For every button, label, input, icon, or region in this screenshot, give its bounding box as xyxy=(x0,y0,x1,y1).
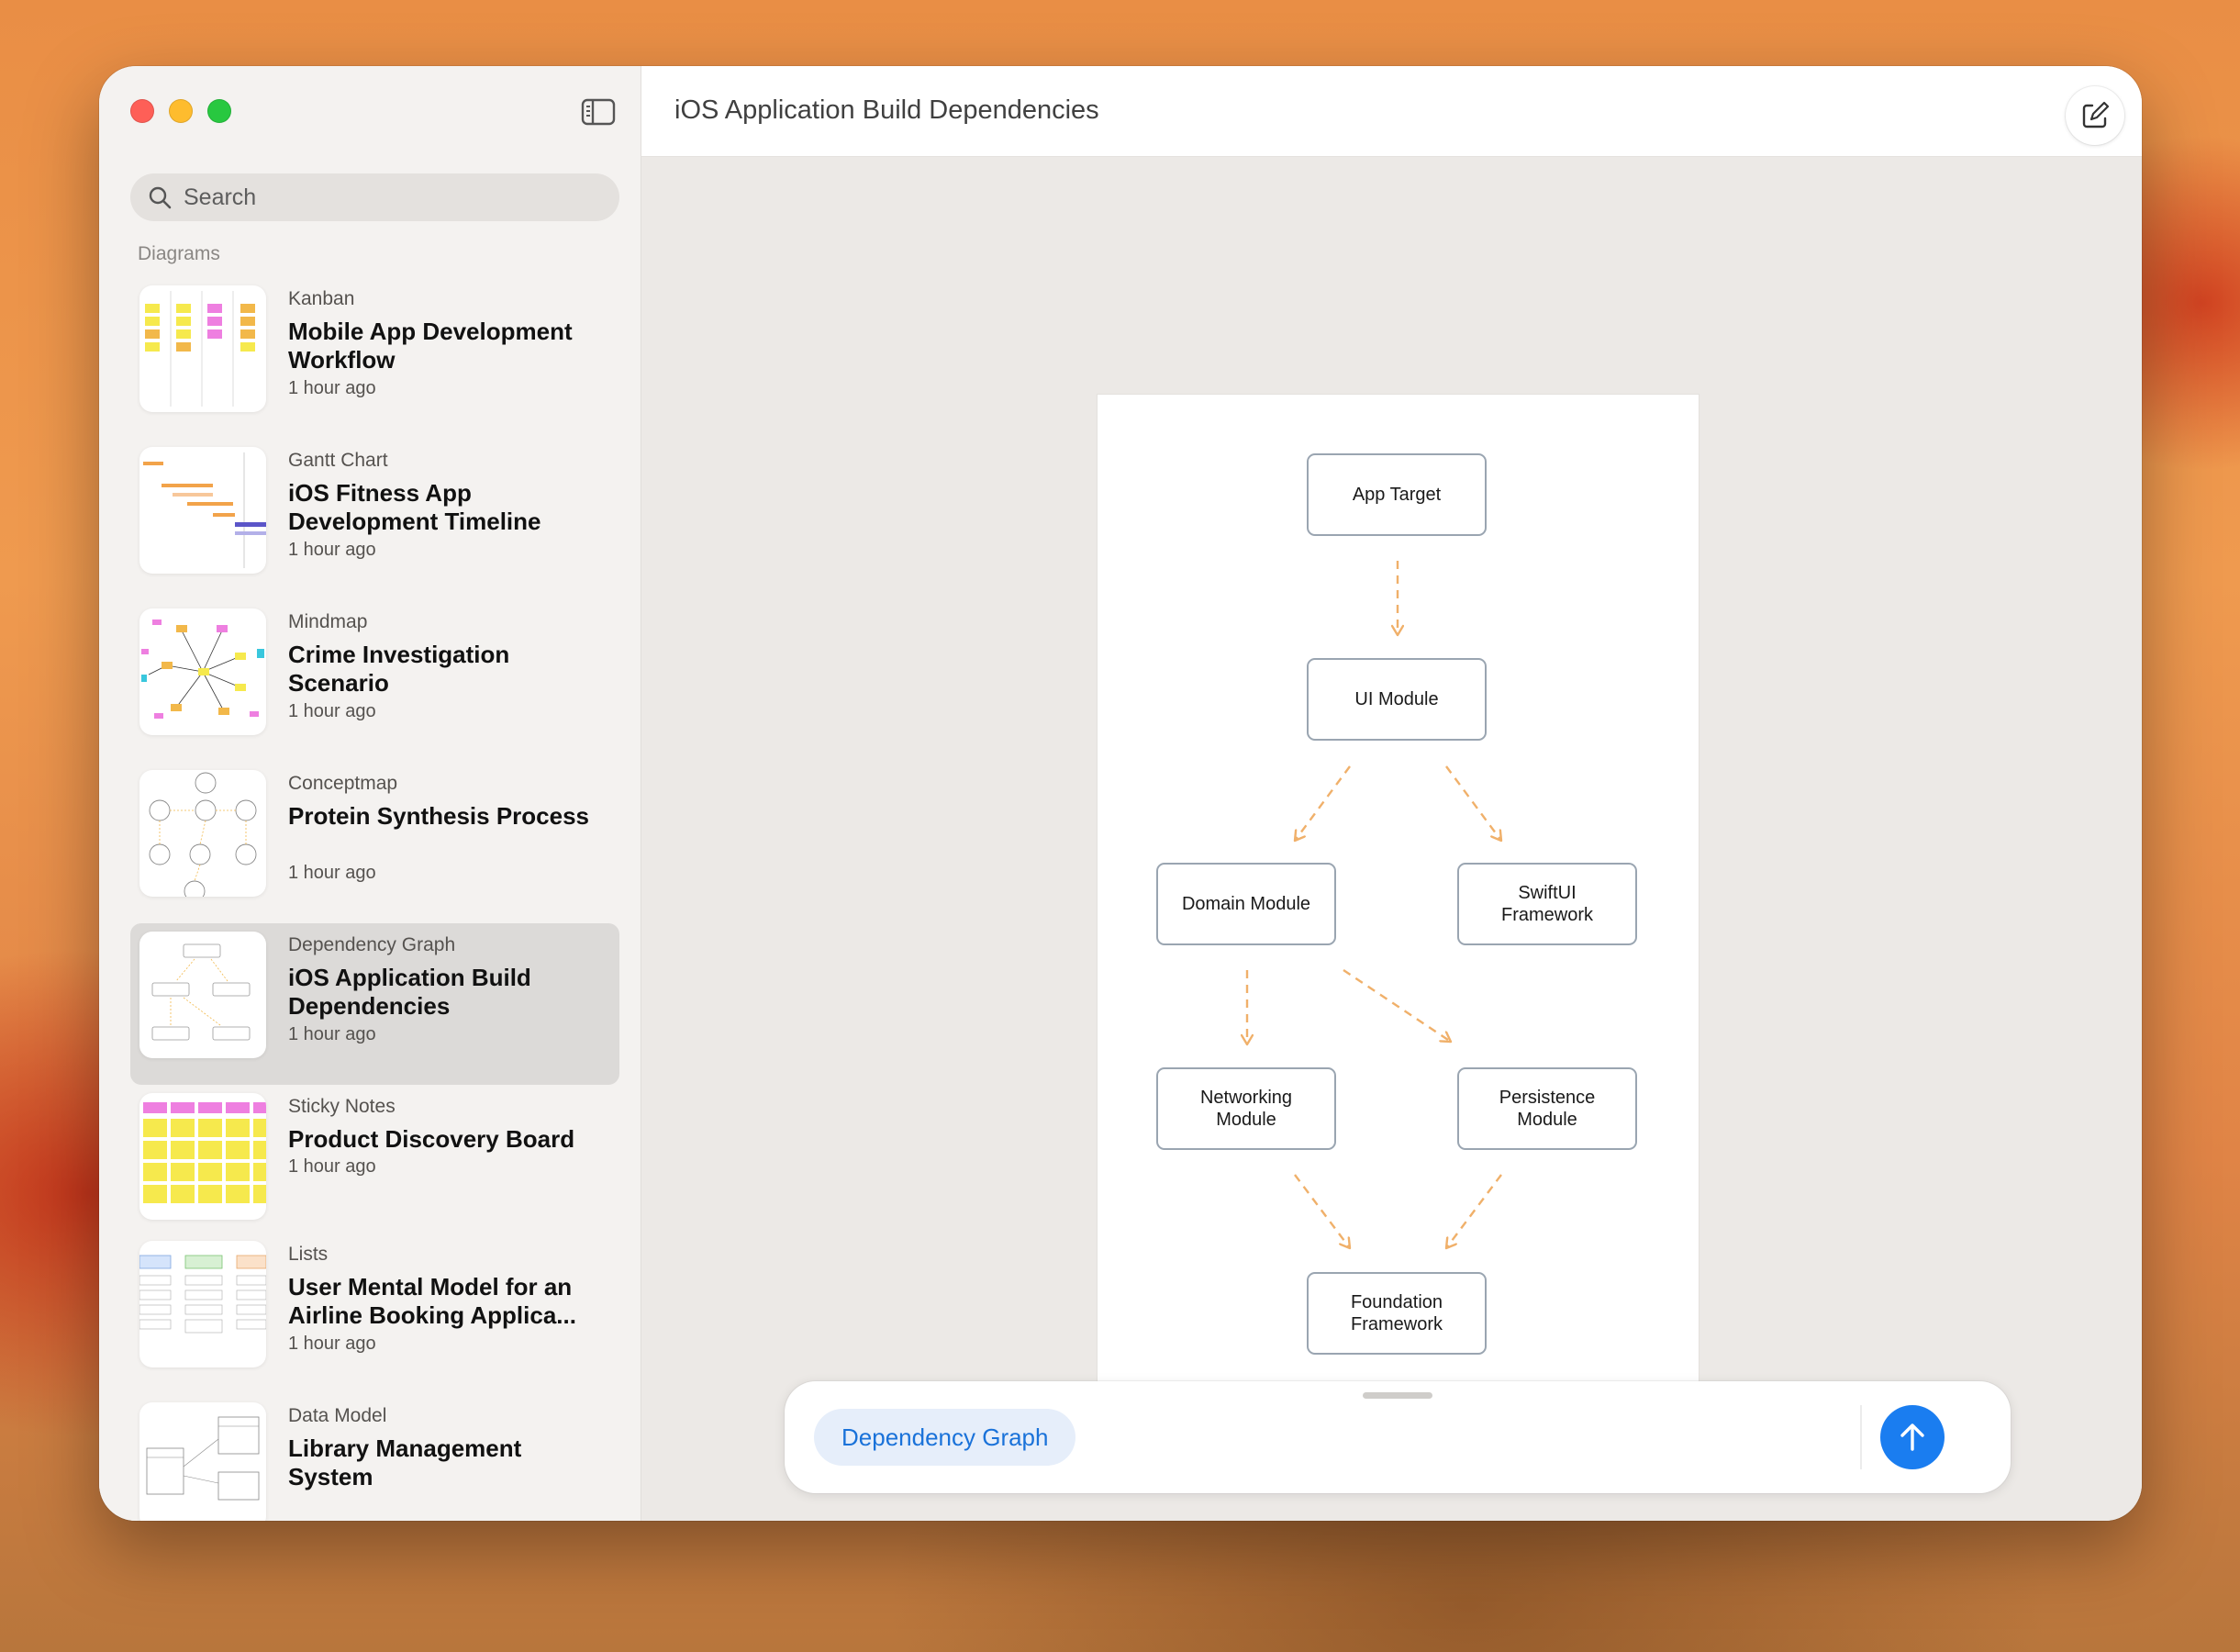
list-item[interactable]: Mindmap Crime Investigation Scenario 1 h… xyxy=(130,600,619,762)
item-time: 1 hour ago xyxy=(288,378,376,398)
edge-ui-swiftui xyxy=(1445,765,1501,841)
resize-handle[interactable] xyxy=(1363,1392,1432,1399)
search-field[interactable] xyxy=(130,173,619,221)
item-type: Data Model xyxy=(288,1405,387,1426)
gantt-thumbnail xyxy=(139,447,266,574)
app-window: Diagrams xyxy=(99,66,2142,1521)
arrow-up-icon xyxy=(1900,1423,1924,1451)
item-type: Gantt Chart xyxy=(288,450,388,471)
diagram-list: Kanban Mobile App Development Workflow 1… xyxy=(130,277,619,1521)
item-time: 1 hour ago xyxy=(288,863,376,883)
list-item[interactable]: Data Model Library Management System xyxy=(130,1394,619,1521)
sidebar-toggle-icon[interactable] xyxy=(580,97,617,127)
list-item[interactable]: Gantt Chart iOS Fitness App Development … xyxy=(130,439,619,600)
main-content: iOS Application Build Dependencies xyxy=(641,66,2142,1521)
item-title: iOS Application Build Dependencies xyxy=(288,964,531,1020)
edge-ui-domain xyxy=(1295,765,1351,841)
list-item[interactable]: Dependency Graph iOS Application Build D… xyxy=(130,923,619,1085)
item-time: 1 hour ago xyxy=(288,701,376,721)
divider xyxy=(1860,1405,1862,1469)
node-foundation-framework[interactable]: Foundation Framework xyxy=(1307,1272,1487,1355)
window-controls xyxy=(130,99,231,123)
item-title: Protein Synthesis Process xyxy=(288,802,590,830)
sticky-notes-thumbnail xyxy=(139,1093,266,1220)
item-type: Conceptmap xyxy=(288,773,398,794)
item-type: Dependency Graph xyxy=(288,934,456,955)
item-title: Product Discovery Board xyxy=(288,1125,575,1153)
item-title: iOS Fitness App Development Timeline xyxy=(288,479,541,535)
node-networking-module[interactable]: Networking Module xyxy=(1156,1067,1336,1150)
list-item[interactable]: Conceptmap Protein Synthesis Process 1 h… xyxy=(130,762,619,923)
canvas[interactable]: App Target UI Module Domain Module Swift… xyxy=(641,157,2142,1521)
node-app-target[interactable]: App Target xyxy=(1307,453,1487,536)
node-ui-module[interactable]: UI Module xyxy=(1307,658,1487,741)
mindmap-thumbnail xyxy=(139,608,266,735)
item-time: 1 hour ago xyxy=(288,1334,376,1354)
diagram-type-chip[interactable]: Dependency Graph xyxy=(814,1409,1076,1466)
dependency-graph-thumbnail xyxy=(139,932,266,1058)
sidebar: Diagrams xyxy=(99,66,641,1521)
item-type: Sticky Notes xyxy=(288,1096,396,1117)
search-input[interactable] xyxy=(182,183,607,212)
send-button[interactable] xyxy=(1880,1405,1945,1469)
close-button[interactable] xyxy=(130,99,154,123)
item-title: User Mental Model for an Airline Booking… xyxy=(288,1273,576,1329)
item-type: Lists xyxy=(288,1244,329,1265)
zoom-button[interactable] xyxy=(207,99,231,123)
list-item[interactable]: Sticky Notes Product Discovery Board 1 h… xyxy=(130,1085,619,1233)
toolbar: iOS Application Build Dependencies xyxy=(641,66,2142,157)
node-domain-module[interactable]: Domain Module xyxy=(1156,863,1336,945)
kanban-thumbnail xyxy=(139,285,266,412)
item-type: Kanban xyxy=(288,288,355,309)
dependency-edges xyxy=(1098,561,1699,1415)
minimize-button[interactable] xyxy=(169,99,193,123)
compose-icon xyxy=(2082,101,2110,128)
item-title: Crime Investigation Scenario xyxy=(288,641,510,697)
list-item[interactable]: Kanban Mobile App Development Workflow 1… xyxy=(130,277,619,439)
item-type: Mindmap xyxy=(288,611,368,632)
node-persistence-module[interactable]: Persistence Module xyxy=(1457,1067,1637,1150)
data-model-thumbnail xyxy=(139,1402,266,1521)
edge-domain-persistence xyxy=(1343,969,1451,1042)
compose-button[interactable] xyxy=(2066,86,2124,145)
edge-networking-foundation xyxy=(1294,1174,1350,1248)
list-item[interactable]: Lists User Mental Model for an Airline B… xyxy=(130,1233,619,1394)
edge-persistence-foundation xyxy=(1446,1174,1502,1248)
item-title: Library Management System xyxy=(288,1434,522,1490)
document-title: iOS Application Build Dependencies xyxy=(674,95,1099,125)
section-label: Diagrams xyxy=(138,243,220,264)
diagram-page: App Target UI Module Domain Module Swift… xyxy=(1098,395,1699,1415)
search-icon xyxy=(149,186,172,209)
item-time: 1 hour ago xyxy=(288,1024,376,1044)
conceptmap-thumbnail xyxy=(139,770,266,897)
lists-thumbnail xyxy=(139,1241,266,1367)
prompt-composer: Dependency Graph xyxy=(785,1381,2011,1493)
node-swiftui-framework[interactable]: SwiftUI Framework xyxy=(1457,863,1637,945)
item-time: 1 hour ago xyxy=(288,540,376,560)
item-title: Mobile App Development Workflow xyxy=(288,318,573,374)
item-time: 1 hour ago xyxy=(288,1156,376,1177)
